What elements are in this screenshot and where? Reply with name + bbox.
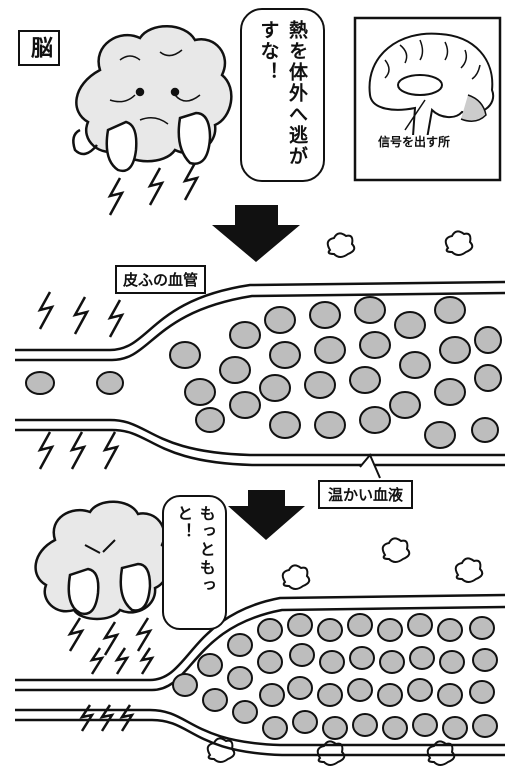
blood-cells-2 — [173, 614, 497, 739]
down-arrow-2 — [228, 490, 305, 540]
brain-label: 脳 — [18, 30, 60, 66]
brain-inset — [355, 18, 500, 180]
inset-caption: 信号を出す所 — [378, 135, 468, 151]
down-arrow-1 — [212, 205, 300, 262]
speech-bubble-2: もっともっと！ — [162, 495, 227, 630]
heat-puffs-1 — [328, 231, 473, 257]
brain-character-2 — [36, 502, 170, 619]
lightning-bolts-3 — [70, 618, 152, 731]
vessel-label: 皮ふの血管 — [115, 265, 206, 294]
blood-cells-1 — [26, 297, 501, 448]
brain-character-1 — [73, 26, 231, 171]
blood-label: 温かい血液 — [318, 480, 413, 509]
speech-bubble-1: 熱を体外へ逃がすな！ — [240, 8, 325, 182]
